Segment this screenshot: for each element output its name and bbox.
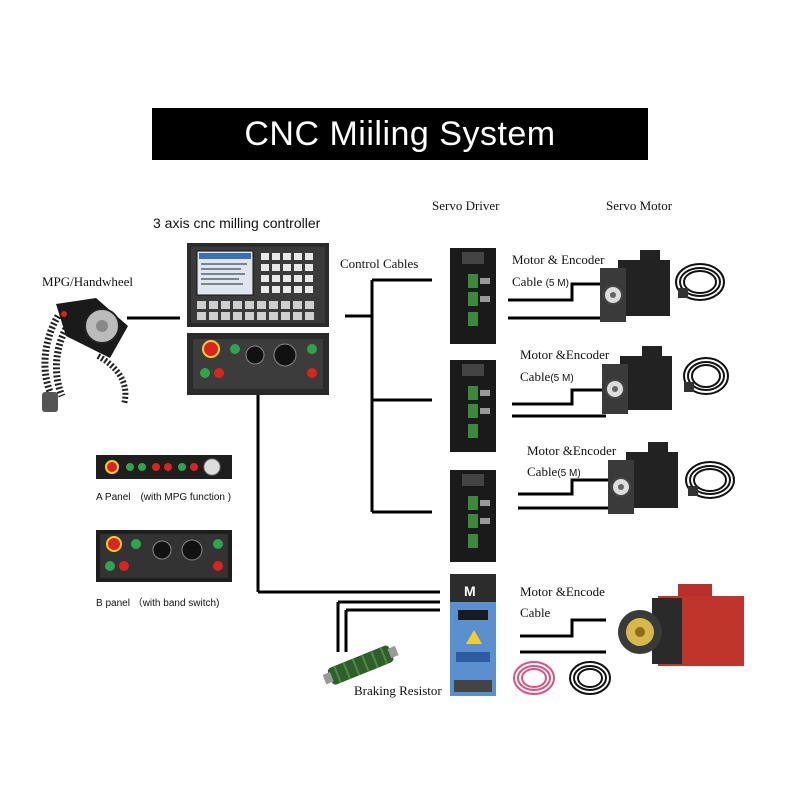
encoder-cable-image bbox=[682, 456, 738, 506]
panel-b-image bbox=[96, 530, 232, 582]
handwheel-image bbox=[36, 296, 132, 420]
motor-cable-label-4-line1: Motor &Encode bbox=[520, 584, 605, 599]
motor-cable-label-4-line2: Cable bbox=[520, 605, 551, 620]
braking-resistor-label: Braking Resistor bbox=[354, 683, 442, 698]
servo-driver-label: Servo Driver bbox=[432, 198, 500, 213]
control-cables-label: Control Cables bbox=[340, 256, 419, 271]
page-title: CNC Miiling System bbox=[152, 108, 648, 160]
spindle-driver-image: M bbox=[450, 574, 496, 696]
controller-label: 3 axis cnc milling controller bbox=[153, 215, 321, 231]
braking-resistor-image bbox=[322, 640, 400, 692]
mpg-label: MPG/Handwheel bbox=[42, 274, 133, 289]
encoder-cable-image bbox=[680, 352, 732, 402]
spindle-motor-image bbox=[618, 584, 748, 676]
motor-cable-label-3-line1: Motor &Encoder bbox=[527, 443, 617, 458]
servo-motor-image bbox=[604, 442, 680, 518]
panel-a-label: A Panel (with MPG function ) bbox=[96, 492, 232, 503]
servo-motor-label: Servo Motor bbox=[606, 198, 673, 213]
motor-cable-2a bbox=[512, 388, 606, 406]
panel-b-label: B panel （with band switch) bbox=[96, 598, 220, 609]
servo-driver-image bbox=[450, 248, 496, 344]
motor-cable-label-2-line1: Motor &Encoder bbox=[520, 347, 610, 362]
svg-text:M: M bbox=[464, 583, 476, 599]
motor-cable-label-1-line1: Motor & Encoder bbox=[512, 252, 605, 267]
controller-image bbox=[187, 243, 329, 395]
servo-motor-image bbox=[596, 250, 672, 328]
motor-cable-1a bbox=[508, 282, 610, 302]
motor-cable-4a bbox=[520, 618, 606, 638]
motor-cable-3a bbox=[518, 478, 612, 496]
servo-driver-image bbox=[450, 470, 496, 562]
encoder-cable-image bbox=[672, 258, 728, 308]
motor-cable-label-3-line2: Cable(5 M) bbox=[527, 464, 581, 479]
panel-a-image bbox=[96, 455, 232, 479]
encoder-cable-image bbox=[510, 656, 620, 700]
motor-cable-label-1-line2: Cable (5 M) bbox=[512, 274, 569, 289]
servo-motor-image bbox=[598, 346, 674, 418]
servo-driver-image bbox=[450, 360, 496, 452]
motor-cable-label-2-line2: Cable(5 M) bbox=[520, 369, 574, 384]
